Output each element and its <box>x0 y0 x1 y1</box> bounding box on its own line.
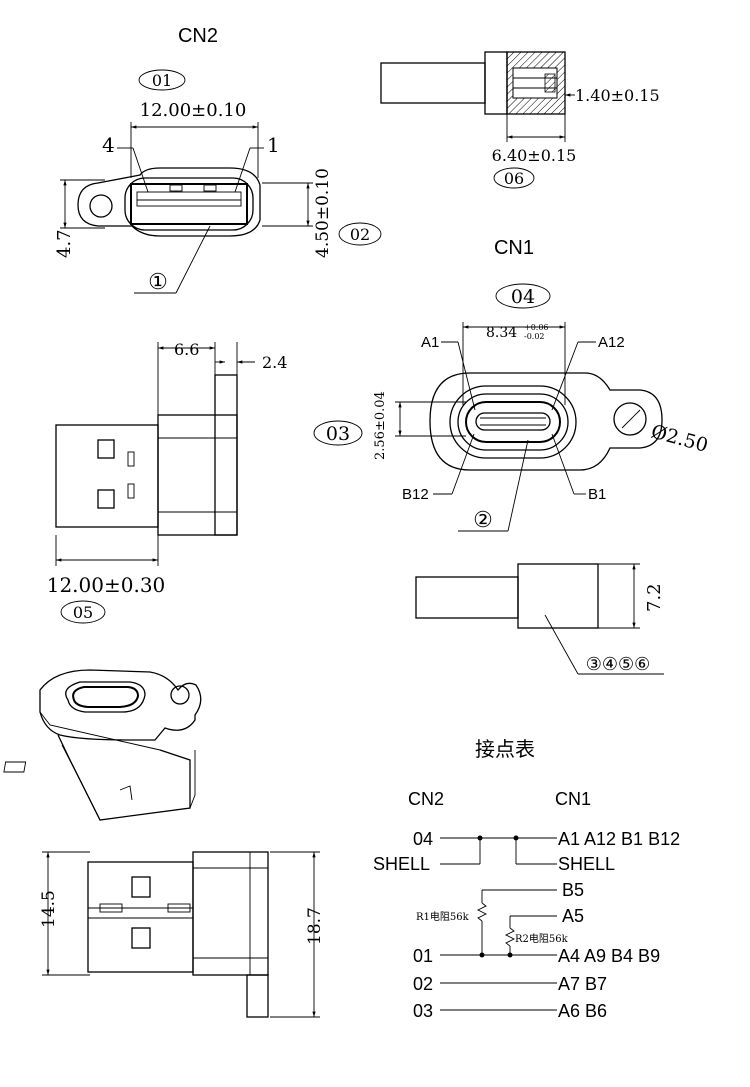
cn1-title: CN1 <box>494 237 534 259</box>
callout-01: 01 <box>152 71 172 90</box>
wire-left-shell: SHELL <box>373 854 430 874</box>
pin-b12-label: B12 <box>402 486 429 503</box>
dim-cn1-height: 2.56±0.04 <box>373 391 388 460</box>
dim-plug-2-4: 2.4 <box>262 353 287 372</box>
dim-cn2-width: 12.00±0.10 <box>140 100 247 121</box>
wire-right-02: A7 B7 <box>558 974 607 994</box>
callout-circ2: ② <box>473 508 493 533</box>
dim-side-7-2: 7.2 <box>644 583 665 612</box>
dim-bottom-18-7: 18.7 <box>305 907 325 945</box>
wire-right-a5: A5 <box>562 906 584 926</box>
wire-left-04: 04 <box>413 829 433 849</box>
wire-left-03: 03 <box>413 1001 433 1021</box>
callout-02: 02 <box>350 225 370 244</box>
resistor-r2-label: R2电阻56k <box>515 932 569 945</box>
mount-hole-cn1 <box>613 402 647 436</box>
dim-bottom-14-5: 14.5 <box>39 890 59 928</box>
wire-right-03: A6 B6 <box>558 1001 607 1021</box>
dim-cn2-height: 4.50±0.10 <box>313 168 333 258</box>
wire-left-01: 01 <box>413 946 433 966</box>
pin-1-label: 1 <box>267 133 280 157</box>
contact-table-title: 接点表 <box>475 737 535 761</box>
callout-03: 03 <box>326 423 350 445</box>
dim-side-depth: 6.40±0.15 <box>492 146 577 165</box>
side-section-view: 1.40±0.15 6.40±0.15 06 <box>380 51 660 189</box>
plug-top-view: 6.6 2.4 12.00±0.30 05 <box>47 340 287 624</box>
wire-right-shell: SHELL <box>558 854 615 874</box>
dim-cn2-total-h: 4.7 <box>54 229 75 258</box>
wire-right-b5: B5 <box>562 880 584 900</box>
dim-cn1-tol-up: +0.06 <box>524 323 549 332</box>
callout-circ3456: ③④⑤⑥ <box>586 654 651 675</box>
resistor-r1-label: R1电阻56k <box>416 910 470 923</box>
dim-cn1-width: 8.34 <box>486 325 517 341</box>
pin-a1-label: A1 <box>421 334 439 351</box>
cn2-front-view: CN2 01 12.00±0.10 4 1 4.7 4.50±0.10 <box>54 25 382 295</box>
dim-cn1-tol-dn: -0.02 <box>524 332 545 341</box>
bottom-view: 14.5 18.7 <box>39 851 325 1018</box>
callout-05: 05 <box>73 603 93 622</box>
wiring-header-cn2: CN2 <box>408 789 444 809</box>
pin-b1-label: B1 <box>588 486 606 503</box>
iso-3d-view <box>3 669 202 821</box>
callout-01-ellipse <box>138 69 186 91</box>
dim-plug-6-6: 6.6 <box>174 340 199 359</box>
cn1-front-view: CN1 04 8.34 +0.06 -0.02 A1 A12 B12 B1 <box>313 237 711 533</box>
wire-left-02: 02 <box>413 974 433 994</box>
cn2-title: CN2 <box>178 25 218 47</box>
wiring-header-cn1: CN1 <box>555 789 591 809</box>
wire-right-01: A4 A9 B4 B9 <box>558 946 660 966</box>
side-view: 7.2 ③④⑤⑥ <box>415 563 665 675</box>
callout-04: 04 <box>511 286 535 308</box>
mount-hole <box>89 194 113 218</box>
dim-hole-dia: Ø2.50 <box>649 421 711 457</box>
callout-circ1: ① <box>148 270 168 295</box>
dim-plug-len: 12.00±0.30 <box>47 573 166 597</box>
pin-a12-label: A12 <box>598 334 625 351</box>
callout-06: 06 <box>504 169 524 188</box>
contact-table: 接点表 CN2 CN1 04 A1 A12 B1 B12 SHELL SHELL… <box>373 737 680 1021</box>
pin-4-label: 4 <box>102 133 115 157</box>
wire-right-04: A1 A12 B1 B12 <box>558 829 680 849</box>
dim-side-thick: 1.40±0.15 <box>575 86 660 105</box>
